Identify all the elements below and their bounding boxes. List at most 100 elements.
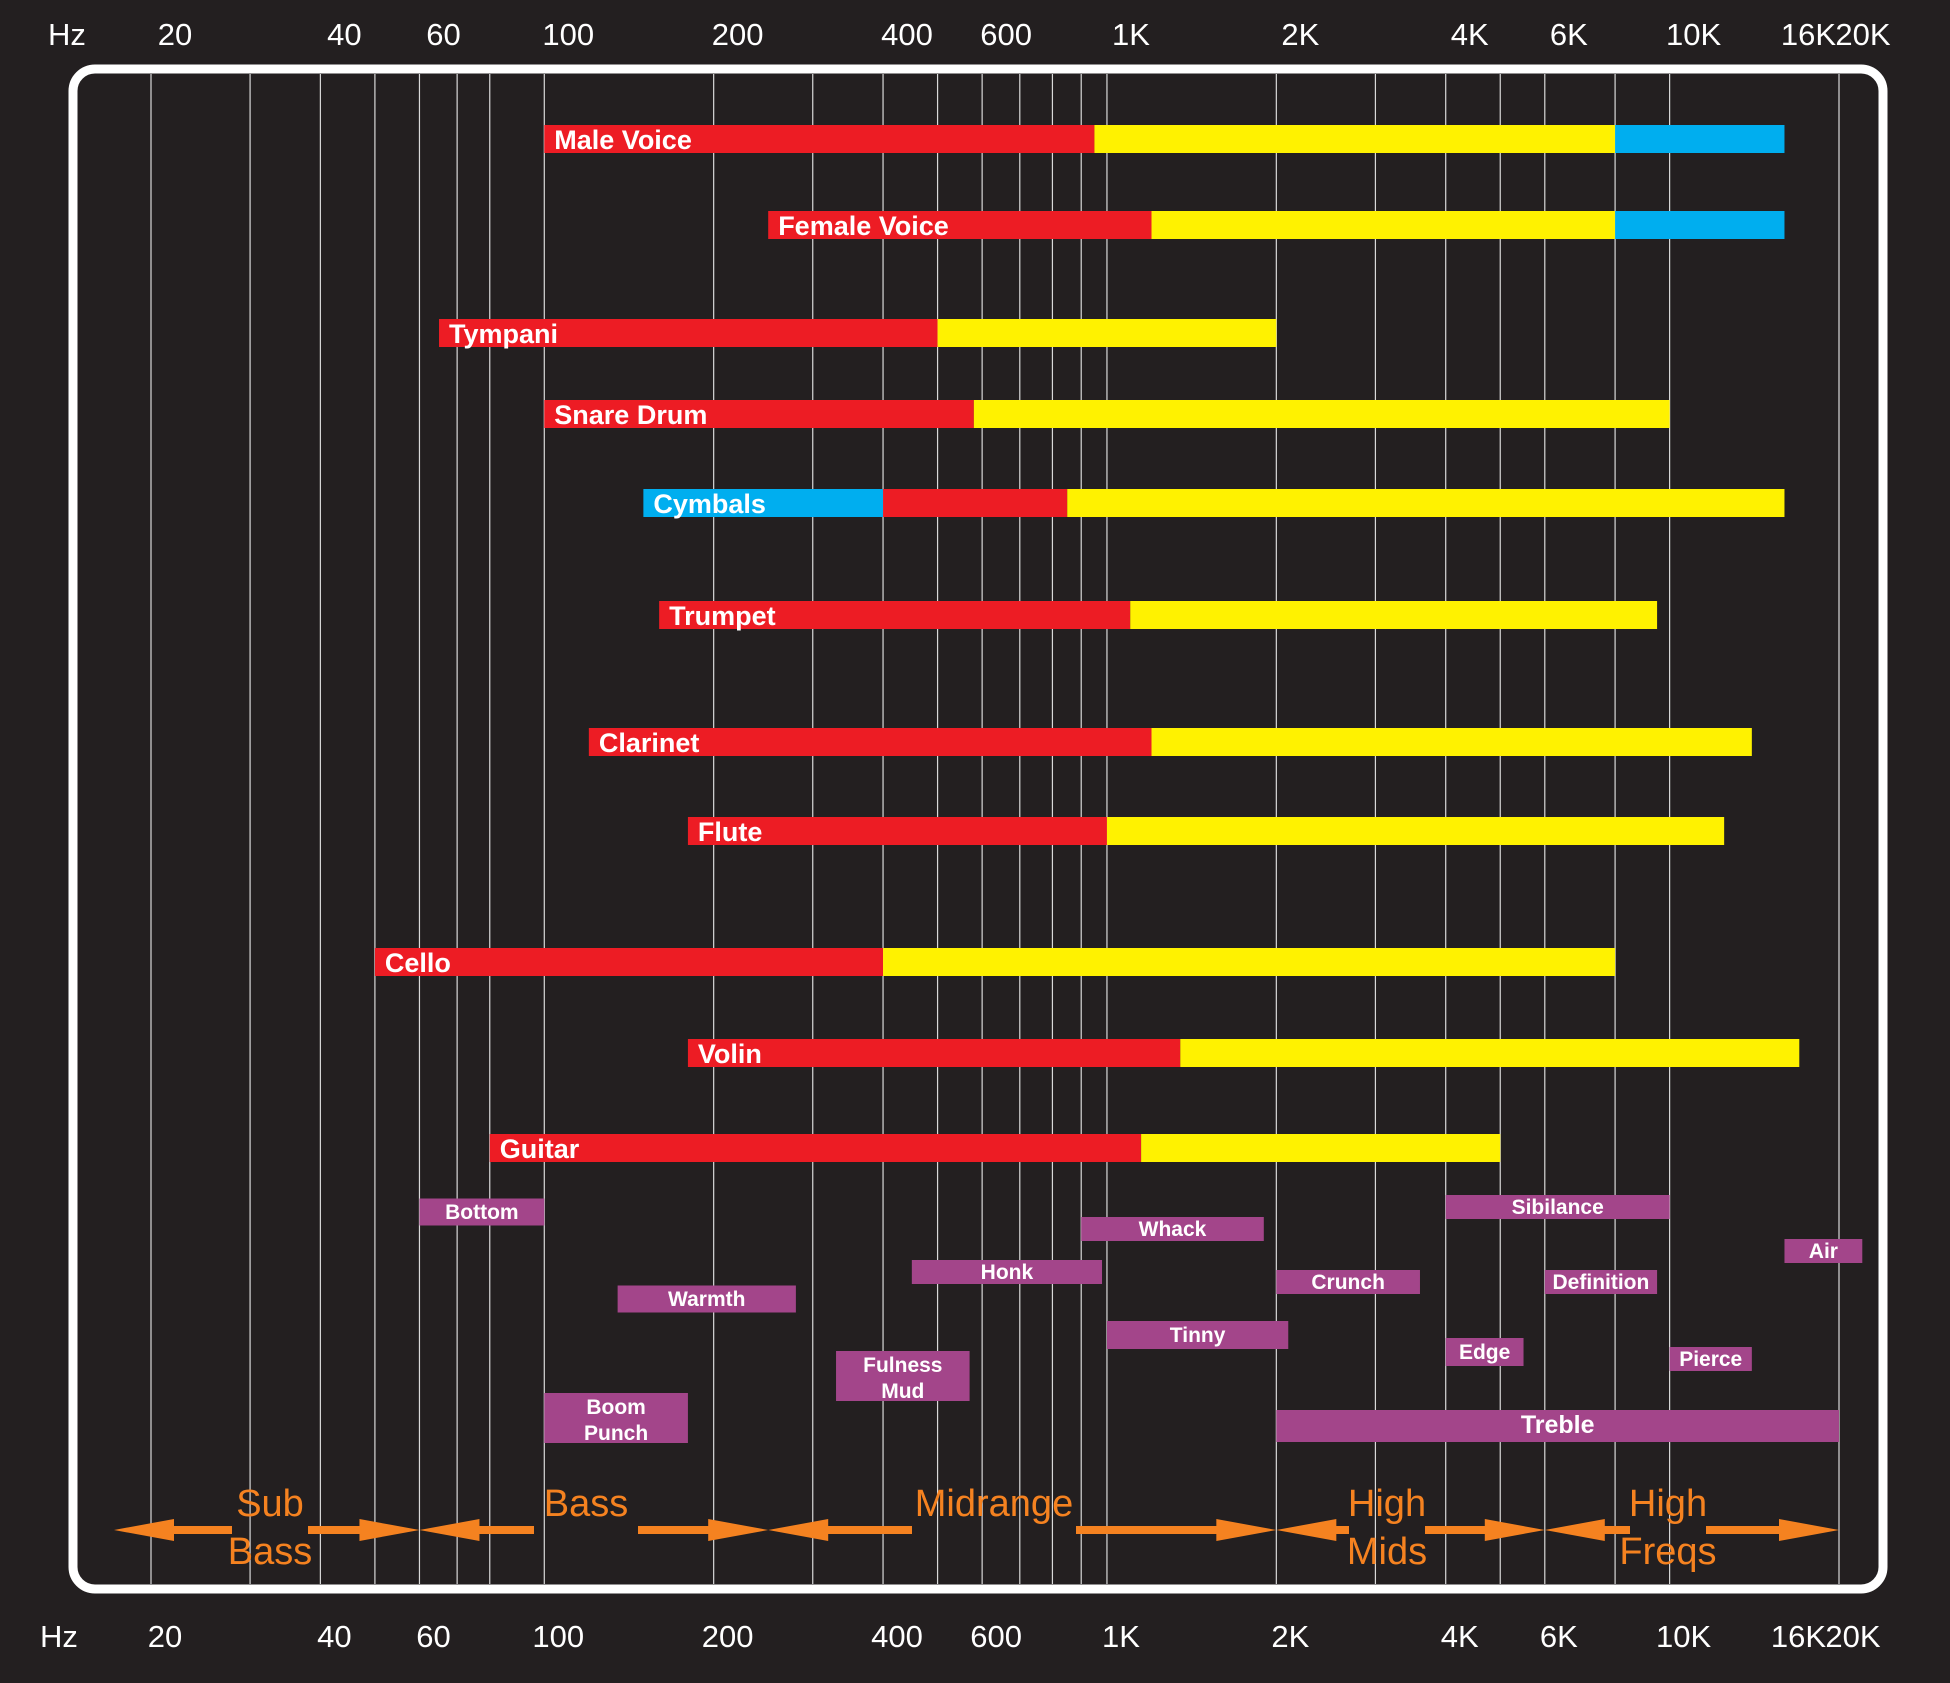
instrument-label: Snare Drum: [554, 400, 707, 430]
band-label: Bass: [544, 1483, 628, 1525]
quality-bar: [1544, 1270, 1658, 1294]
instrument-label: Clarinet: [599, 728, 700, 758]
instrument-bar-segment: [883, 489, 1068, 517]
quality-bar: [1276, 1270, 1420, 1294]
tick-label-bottom: 20K: [1825, 1619, 1880, 1654]
tick-label-bottom: 6K: [1540, 1619, 1578, 1654]
instrument-bar-segment: [1615, 211, 1785, 239]
quality-label: Air: [1809, 1240, 1838, 1263]
tick-label-bottom: 16K: [1771, 1619, 1826, 1654]
tick-label-top: 200: [712, 17, 764, 52]
quality-bar: [1106, 1321, 1289, 1349]
instrument-bar-segment: [439, 319, 938, 347]
quality-label: Boom: [586, 1396, 646, 1419]
quality-bar: [1276, 1410, 1839, 1442]
quality-label: Bottom: [445, 1201, 518, 1224]
band-label: Bass: [228, 1531, 312, 1573]
instrument-bar-segment: [374, 948, 884, 976]
instrument-label: Guitar: [500, 1134, 580, 1164]
instrument-bar-segment: [1151, 211, 1616, 239]
quality-label: Warmth: [668, 1288, 745, 1311]
tick-label-bottom: 1K: [1102, 1619, 1140, 1654]
quality-label: Fulness: [863, 1354, 942, 1377]
instrument-bar-segment: [883, 948, 1616, 976]
band-label: Freqs: [1619, 1531, 1716, 1573]
tick-label-bottom: 4K: [1441, 1619, 1479, 1654]
axis-unit-label-bottom: Hz: [40, 1619, 78, 1654]
instrument-bar-segment: [1094, 125, 1616, 153]
axis-unit-label-top: Hz: [48, 17, 86, 52]
quality-bar: [617, 1285, 796, 1313]
instrument-bar-segment: [1180, 1039, 1800, 1067]
instrument-label: Trumpet: [669, 601, 776, 631]
instrument-bar-segment: [973, 400, 1670, 428]
instrument-bar-segment: [643, 489, 884, 517]
band-arrow-right: [1706, 1519, 1839, 1541]
quality-label: Pierce: [1679, 1348, 1742, 1371]
quality-bar: [911, 1260, 1103, 1284]
instrument-bar-segment: [937, 319, 1277, 347]
quality-bar: [1445, 1338, 1524, 1366]
tick-label-bottom: 10K: [1656, 1619, 1711, 1654]
tick-label-bottom: 20: [148, 1619, 182, 1654]
quality-bar: [544, 1393, 688, 1443]
tick-label-bottom: 400: [871, 1619, 923, 1654]
instrument-bar-segment: [544, 125, 1095, 153]
instrument-bar-segment: [768, 211, 1152, 239]
tick-label-top: 2K: [1281, 17, 1319, 52]
instrument-label: Female Voice: [778, 211, 949, 241]
band-arrow-left: [1276, 1519, 1349, 1541]
instrument-label: Cello: [385, 948, 451, 978]
band-arrow-right: [1076, 1519, 1277, 1541]
tick-label-top: 6K: [1550, 17, 1588, 52]
quality-bar: [419, 1198, 545, 1226]
band-arrow-left: [114, 1519, 232, 1541]
band-arrow-right: [638, 1519, 769, 1541]
tick-label-bottom: 2K: [1271, 1619, 1309, 1654]
band-arrow-left: [768, 1519, 912, 1541]
band-arrow-right: [1425, 1519, 1545, 1541]
tick-label-top: 20K: [1835, 17, 1890, 52]
instrument-bar-segment: [1615, 125, 1785, 153]
tick-label-bottom: 60: [416, 1619, 450, 1654]
instrument-bar-segment: [544, 400, 974, 428]
quality-label: Tinny: [1170, 1324, 1226, 1347]
chart-frame: [68, 64, 1888, 1594]
band-arrow-left: [1544, 1519, 1630, 1541]
quality-label: Honk: [981, 1261, 1034, 1284]
tick-label-top: 40: [327, 17, 361, 52]
instrument-label: Flute: [698, 817, 763, 847]
quality-label: Mud: [881, 1380, 924, 1403]
band-label: Mids: [1347, 1531, 1427, 1573]
quality-bar: [1445, 1195, 1670, 1219]
quality-label: Sibilance: [1512, 1196, 1604, 1219]
instrument-bar-segment: [687, 817, 1107, 845]
instrument-bar-segment: [659, 601, 1131, 629]
instrument-bar-segment: [588, 728, 1152, 756]
band-label: High: [1629, 1483, 1707, 1525]
quality-bar: [836, 1351, 970, 1401]
instrument-bar-segment: [489, 1134, 1142, 1162]
tick-label-bottom: 100: [532, 1619, 584, 1654]
instrument-label: Cymbals: [653, 489, 766, 519]
instrument-bar-segment: [687, 1039, 1181, 1067]
tick-label-bottom: 200: [702, 1619, 754, 1654]
quality-label: Edge: [1459, 1341, 1510, 1364]
quality-bar: [1784, 1239, 1863, 1263]
band-arrow-right: [308, 1519, 420, 1541]
instrument-bar-segment: [1106, 817, 1725, 845]
tick-label-top: 600: [980, 17, 1032, 52]
quality-label: Punch: [584, 1422, 648, 1445]
instrument-bar-segment: [1067, 489, 1785, 517]
quality-bar: [1669, 1347, 1752, 1371]
band-arrow-left: [419, 1519, 534, 1541]
band-label: Midrange: [915, 1483, 1073, 1525]
instrument-bar-segment: [1151, 728, 1752, 756]
instrument-label: Tympani: [449, 319, 558, 349]
tick-label-top: 60: [426, 17, 460, 52]
